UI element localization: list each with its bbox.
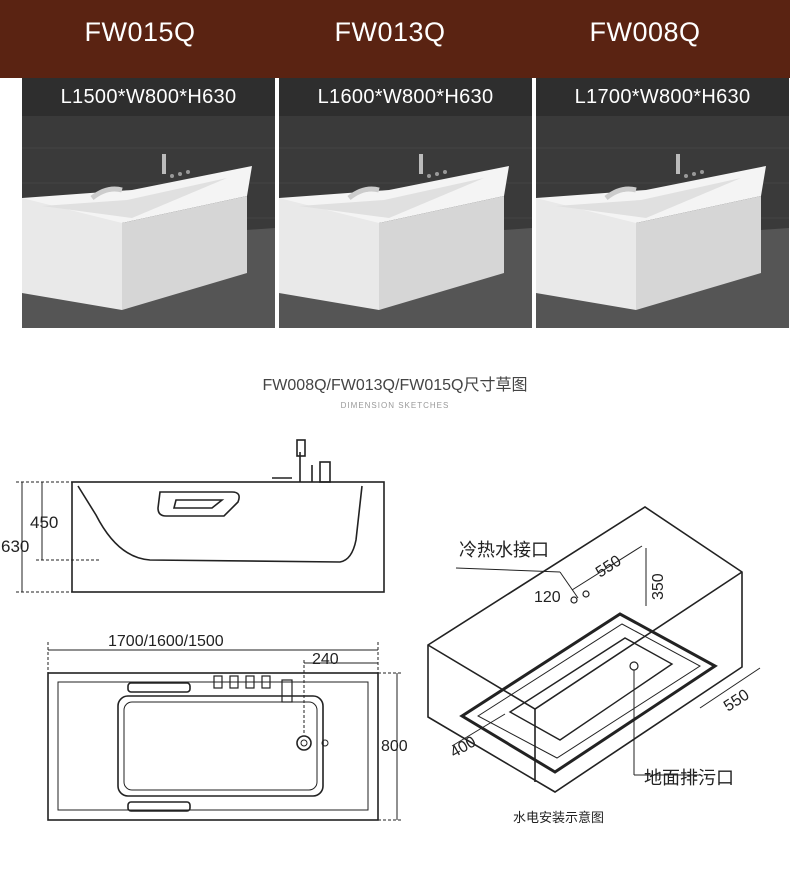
width-label: 800 — [381, 738, 408, 755]
sketch-subtitle: DIMENSION SKETCHES — [340, 401, 450, 410]
model-title-fw015q: FW015Q — [84, 17, 196, 47]
model-title-fw008q: FW008Q — [589, 17, 701, 47]
length-label: 1700/1600/1500 — [108, 633, 224, 650]
dimension-label-fw008q: L1700*W800*H630 — [574, 86, 751, 108]
water-inlet-label: 冷热水接口 — [459, 540, 549, 560]
floor-drain-label: 地面排污口 — [644, 768, 734, 788]
inlet-height-label: 350 — [650, 573, 667, 600]
dimension-label-fw013q: L1600*W800*H630 — [317, 86, 494, 108]
model-title-fw013q: FW013Q — [334, 17, 446, 47]
total-height-label: 630 — [1, 537, 29, 556]
side-view-drawing — [16, 439, 385, 593]
inner-height-label: 450 — [30, 513, 58, 532]
bathtub-photo-fw008q: L1700*W800*H630 — [536, 78, 789, 328]
bathtub-photo-fw013q: L1600*W800*H630 — [279, 78, 532, 328]
top-view-drawing — [47, 642, 403, 821]
bathtub-photo-fw015q: L1500*W800*H630 — [22, 78, 275, 328]
installation-diagram — [427, 506, 761, 793]
dimension-label-fw015q: L1500*W800*H630 — [60, 86, 237, 108]
installation-caption: 水电安装示意图 — [513, 810, 604, 825]
front-label: 400 — [448, 733, 480, 761]
offset-label: 240 — [312, 651, 339, 668]
inlet-offset-label: 120 — [534, 589, 561, 606]
sketch-title: FW008Q/FW013Q/FW015Q尺寸草图 — [262, 377, 528, 394]
inlet-distance-label: 550 — [593, 553, 625, 582]
model-banner — [0, 0, 790, 78]
